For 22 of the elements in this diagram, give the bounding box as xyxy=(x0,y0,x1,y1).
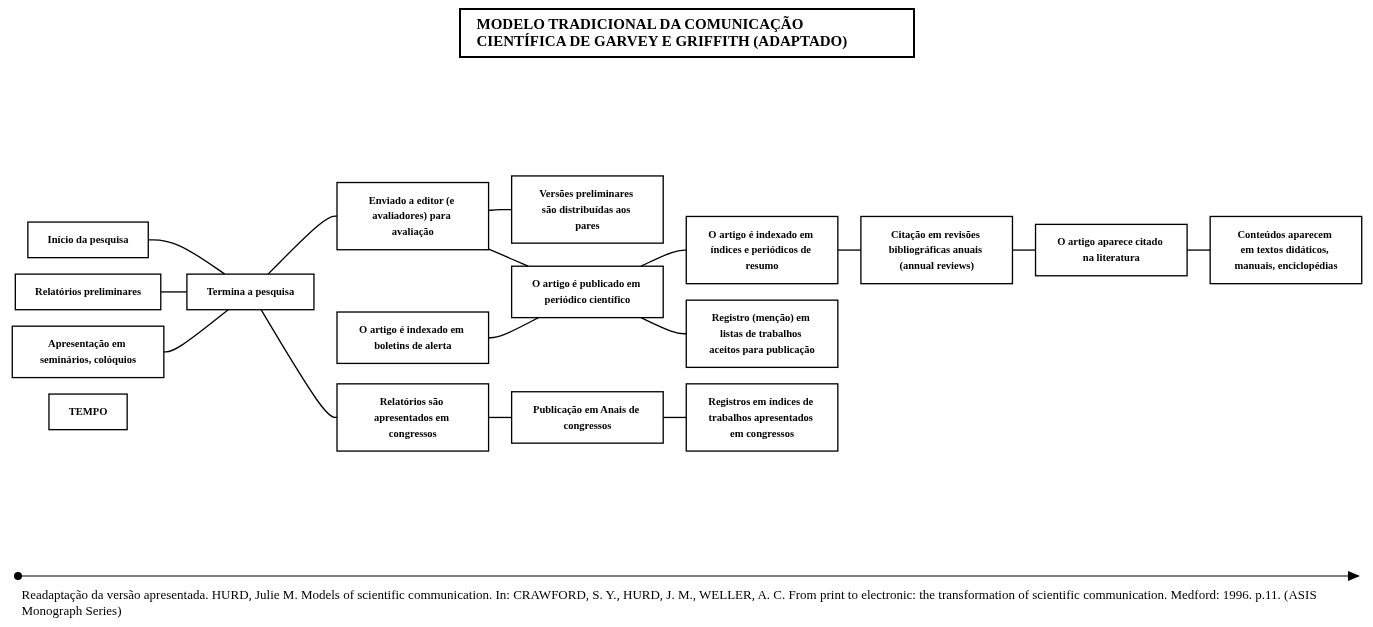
connector xyxy=(1011,249,1036,251)
node-box: O artigo é indexado em boletins de alerta xyxy=(335,311,489,365)
node-box: TEMPO xyxy=(47,393,128,431)
node-box: Publicação em Anais de congressos xyxy=(510,391,664,444)
connector xyxy=(487,248,529,267)
diagram-title: MODELO TRADICIONAL DA COMUNICAÇÃO CIENTÍFICA DE GARVEY E GRIFFITH (ADAPTADO) xyxy=(458,8,915,58)
caption: Readaptação da versão apresentada. HURD, Julie M. Models of scientific communication. In: CRAWFORD, S. Y., HURD, J. M., WELLER, A. C. From print to electronic: the transformation of scientific communication. Medford: 1996. p.11. (ASIS Monograph Series) xyxy=(21,587,1318,619)
node-box: Enviado a editor (e avaliadores) para avaliação xyxy=(335,181,489,251)
node-box: Conteúdos aparecem em textos didáticos, manuais, enciclopédias xyxy=(1209,215,1362,285)
node-box: Início da pesquisa xyxy=(26,221,149,259)
node-box: Versões preliminares são distribuídas aos pares xyxy=(510,175,664,244)
node-box: Relatórios são apresentados em congressos xyxy=(335,383,489,452)
node-box: Relatórios preliminares xyxy=(14,273,161,311)
node-box: Citação em revisões bibliográficas anuais (annual reviews) xyxy=(859,215,1013,285)
node-box: Termina a pesquisa xyxy=(185,273,315,311)
node-box: Apresentação em seminários, colóquios xyxy=(11,325,164,379)
node-box: Registro (menção) em listas de trabalhos aceitos para publicação xyxy=(685,299,838,369)
node-box: Registros em índices de trabalhos apresentados em congressos xyxy=(685,383,838,452)
connector xyxy=(147,239,225,275)
node-box: O artigo aparece citado na literatura xyxy=(1034,223,1188,277)
node-box: O artigo é publicado em periódico científico xyxy=(510,265,664,319)
node-box: O artigo é indexado em índices e periódicos de resumo xyxy=(685,215,838,285)
